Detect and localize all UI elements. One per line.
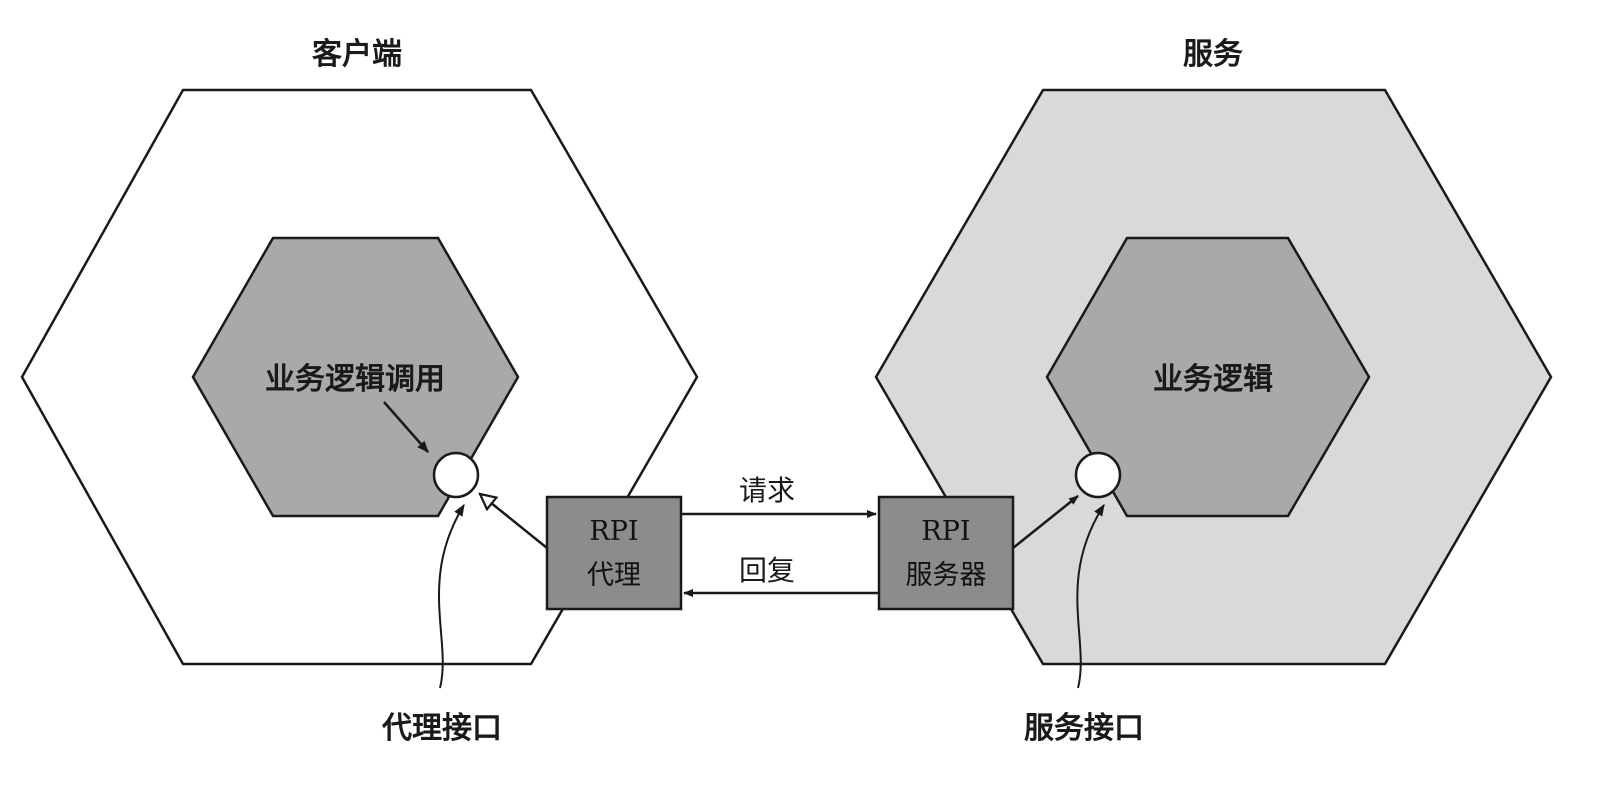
client-title: 客户端 xyxy=(312,37,402,72)
rpi-server-box xyxy=(877,495,1015,611)
client-inner-hexagon xyxy=(191,236,520,518)
proxy-interface-circle xyxy=(432,451,480,499)
server-to-interface-arrow xyxy=(1012,495,1079,549)
rpi-server-line1: RPI xyxy=(921,516,970,547)
service-inner-label: 业务逻辑 xyxy=(1153,362,1273,397)
rpi-proxy-line1: RPI xyxy=(589,516,638,547)
service-inner-hexagon xyxy=(1045,236,1371,518)
request-label: 请求 xyxy=(739,474,795,507)
proxy-interface-label: 代理接口 xyxy=(381,711,502,746)
service-interface-label: 服务接口 xyxy=(1024,711,1144,746)
reply-label: 回复 xyxy=(739,554,795,587)
proxy-interface-pointer xyxy=(438,503,465,689)
proxy-realizes-arrow xyxy=(480,494,548,549)
client-inner-label: 业务逻辑调用 xyxy=(265,362,445,397)
rpi-proxy-line2: 代理 xyxy=(587,560,641,591)
rpi-server-line2: 服务器 xyxy=(906,560,987,591)
rpi-proxy-box xyxy=(545,495,683,611)
service-interface-pointer xyxy=(1076,503,1105,689)
service-title: 服务 xyxy=(1183,37,1243,72)
service-interface-circle xyxy=(1074,451,1122,499)
call-arrow xyxy=(383,401,429,453)
